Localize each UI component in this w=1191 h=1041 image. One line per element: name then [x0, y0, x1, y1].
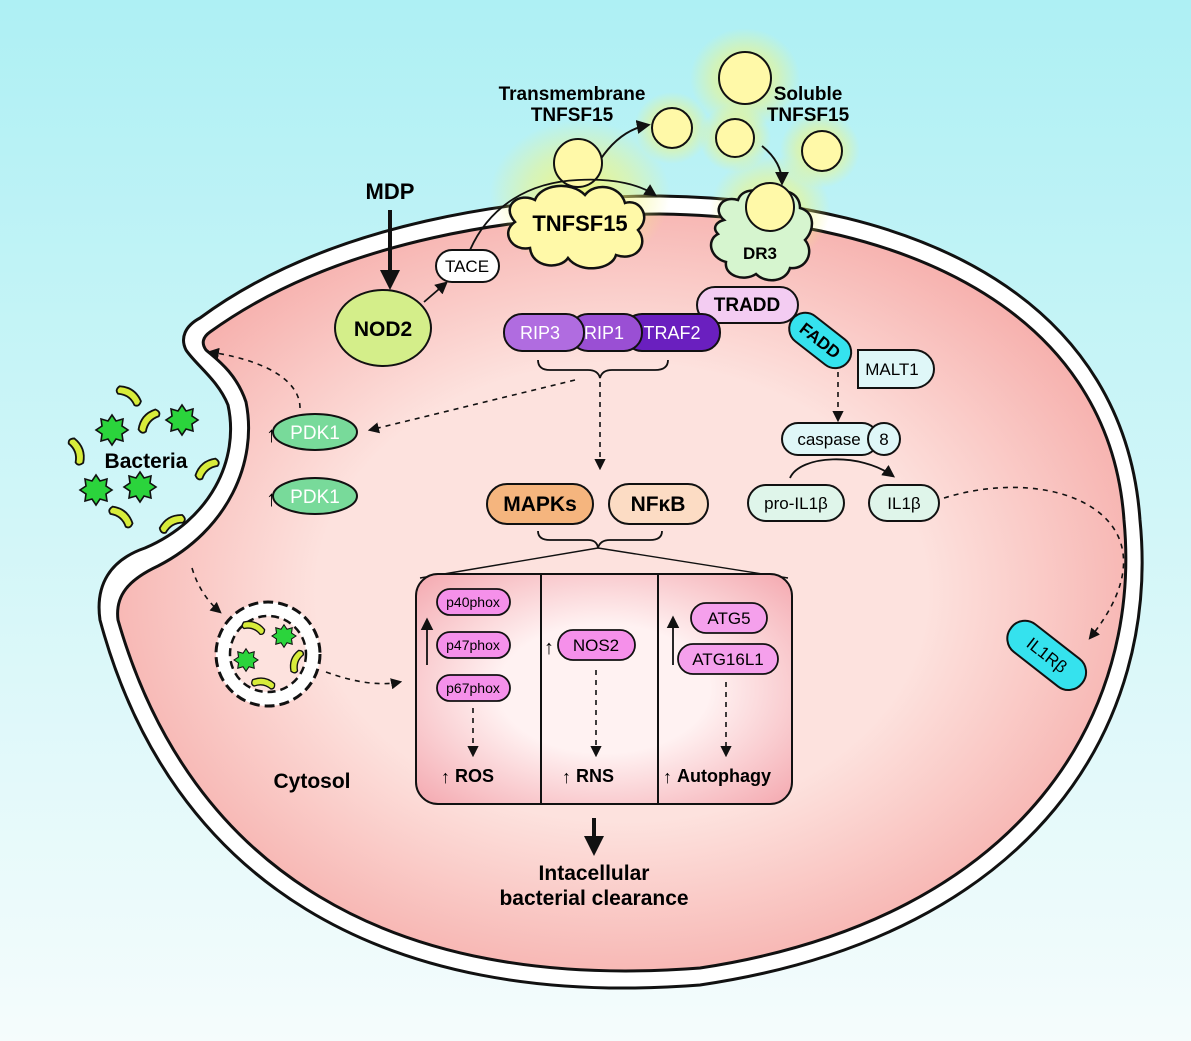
pdk1-lower-label: PDK1 — [290, 487, 340, 508]
binding-arrow — [761, 145, 789, 186]
p40phox-label: p40phox — [446, 594, 500, 610]
rip3-label: RIP3 — [520, 323, 560, 343]
pdk1-to-membrane-arrow — [207, 347, 301, 409]
p67phox-node — [436, 674, 511, 702]
cytosol-label: Cytosol — [273, 770, 350, 793]
tace-node: TACE — [435, 249, 500, 283]
bacteria-label: Bacteria — [105, 450, 188, 473]
il1b-label: IL1β — [887, 494, 921, 513]
il1b-node: IL1β — [868, 484, 940, 522]
bacteria-cluster: Bacteria — [66, 381, 222, 536]
rns-column: ↑ NOS2 ↑ RNS — [544, 629, 636, 787]
phagosome — [214, 600, 322, 708]
nfkb-node: NFκB — [608, 483, 709, 525]
dr3-label: DR3 — [743, 244, 777, 263]
tnfsf15-membrane-protein: TNFSF15 — [507, 138, 646, 270]
nod2-node: NOD2 — [334, 289, 432, 367]
clearance-label-line1: Intacellular — [539, 862, 650, 885]
bacteria-coccus — [95, 414, 129, 446]
autophagy-label: Autophagy — [677, 766, 771, 786]
phagosome-coccus — [233, 648, 259, 672]
phagosome-to-box-arrow — [325, 671, 403, 690]
autophagy-up-arrow: ↑ — [663, 767, 672, 787]
caspase-number: 8 — [879, 430, 888, 449]
malt1-label: MALT1 — [865, 360, 919, 379]
autophagy-column: ATG5 ATG16L1 ↑ Autophagy — [663, 602, 779, 787]
pdk1-node-upper: ↑ PDK1 — [266, 413, 358, 451]
atg5-node — [690, 602, 768, 634]
pdk1-upper-up-arrow: ↑ — [266, 422, 277, 447]
soluble-tnfsf15-label: TNFSF15 — [767, 105, 850, 126]
il1b-processing-arrow — [789, 458, 896, 479]
pdk1-node-lower: ↑ PDK1 — [266, 477, 358, 515]
atg5-label: ATG5 — [707, 609, 750, 628]
transmembrane-tnfsf15-label: TNFSF15 — [531, 105, 614, 126]
nod2-to-tace-arrow — [423, 281, 448, 303]
phagocytosis-arrow — [191, 567, 222, 614]
nfkb-label: NFκB — [631, 493, 686, 516]
nos2-node — [557, 629, 636, 661]
tradd-node: TRADD — [696, 286, 799, 324]
transmembrane-label: Transmembrane — [499, 84, 646, 105]
nos2-up-arrow: ↑ — [544, 637, 554, 659]
ros-up-arrow: ↑ — [441, 767, 450, 787]
nod2-label: NOD2 — [354, 318, 412, 341]
ligand-circle — [715, 118, 755, 158]
dr3-bound-ligand — [745, 182, 795, 232]
atg16l1-label: ATG16L1 — [692, 650, 764, 669]
bacteria-coccus — [165, 404, 199, 436]
p47phox-node — [436, 631, 511, 659]
soluble-label: Soluble — [774, 84, 843, 105]
ligand-circle — [718, 51, 772, 105]
tace-cleavage-arrow — [469, 178, 658, 251]
pdk1-lower-up-arrow: ↑ — [266, 486, 277, 511]
mapks-label: MAPKs — [503, 493, 577, 516]
tnfsf15-blob — [507, 184, 646, 270]
p47phox-label: p47phox — [446, 637, 500, 653]
complex-brace — [537, 359, 669, 379]
traf2-label: TRAF2 — [643, 323, 700, 343]
ros-column: p40phox p47phox p67phox ↑ ROS — [420, 588, 511, 787]
caspase-label: caspase — [797, 430, 860, 449]
rip-traf-complex: RIP3 RIP1 TRAF2 — [503, 313, 721, 352]
tnfsf15-ligand-circle — [553, 138, 603, 188]
pro-il1b-label: pro-IL1β — [764, 494, 828, 513]
rns-up-arrow: ↑ — [562, 767, 571, 787]
p67phox-label: p67phox — [446, 680, 500, 696]
phagosome-coccus — [271, 624, 297, 648]
rns-label: RNS — [576, 766, 614, 786]
rip1-label: RIP1 — [584, 323, 624, 343]
malt1-node: MALT1 — [857, 349, 935, 389]
pro-il1b-node: pro-IL1β — [747, 484, 845, 522]
ros-label: ROS — [455, 766, 494, 786]
shedding-arrow — [599, 120, 651, 161]
clearance-label-line2: bacterial clearance — [499, 887, 688, 910]
il1b-secretion-arrow — [943, 486, 1125, 640]
caspase8-node: caspase 8 — [781, 422, 901, 456]
mapks-node: MAPKs — [486, 483, 594, 525]
ligand-circle — [651, 107, 693, 149]
tace-label: TACE — [445, 257, 489, 276]
tnfsf15-label: TNFSF15 — [532, 211, 627, 236]
bacteria-coccus — [123, 471, 157, 503]
dr3-receptor: DR3 — [709, 182, 814, 282]
tradd-label: TRADD — [714, 295, 781, 316]
bacteria-coccus — [79, 474, 113, 506]
ligand-circle — [801, 130, 843, 172]
soluble-tnfsf15-ligands — [651, 51, 843, 172]
mdp-label: MDP — [366, 179, 415, 204]
pdk1-upper-label: PDK1 — [290, 423, 340, 444]
rip3-node — [503, 313, 585, 352]
p40phox-node — [436, 588, 511, 616]
atg16l1-node — [677, 643, 779, 675]
nos2-label: NOS2 — [573, 636, 619, 655]
